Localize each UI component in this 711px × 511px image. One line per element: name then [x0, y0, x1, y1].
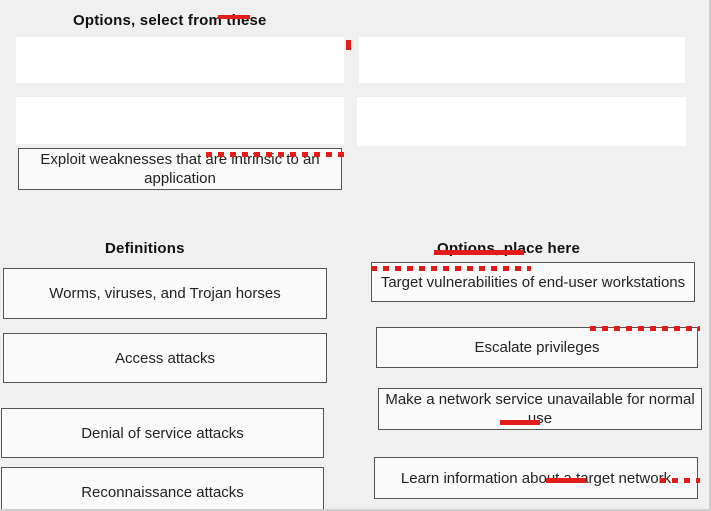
answer-slot-4[interactable]: Learn information about a target network	[374, 457, 698, 499]
answer-label: Make a network service unavailable for n…	[385, 391, 695, 427]
definition-item-worms: Worms, viruses, and Trojan horses	[3, 268, 327, 319]
definition-label: Reconnaissance attacks	[81, 483, 244, 501]
answer-label: Target vulnerabilities of end-user works…	[380, 273, 686, 291]
option-slot-3[interactable]	[16, 97, 344, 144]
answer-slot-3[interactable]: Make a network service unavailable for n…	[378, 388, 702, 430]
definition-label: Worms, viruses, and Trojan horses	[49, 285, 281, 302]
definition-item-access: Access attacks	[3, 333, 327, 383]
option-slot-2[interactable]	[359, 37, 685, 83]
definition-label: Access attacks	[114, 349, 216, 367]
definition-item-dos: Denial of service attacks	[1, 408, 324, 458]
red-annotation-mark	[660, 478, 700, 483]
answer-label: Learn information about a target network	[400, 469, 672, 487]
red-annotation-mark	[371, 266, 531, 271]
red-annotation-mark	[590, 326, 700, 331]
option-slot-1[interactable]	[16, 37, 344, 83]
answer-label: Escalate privileges	[474, 339, 600, 356]
red-annotation-mark	[546, 478, 586, 483]
option-slot-4[interactable]	[357, 97, 686, 146]
red-annotation-mark	[500, 420, 540, 425]
definition-label: Denial of service attacks	[81, 424, 244, 442]
red-annotation-mark	[218, 15, 250, 19]
answer-slot-2[interactable]: Escalate privileges	[376, 327, 698, 368]
definitions-heading: Definitions	[105, 240, 185, 257]
red-annotation-mark	[346, 40, 351, 50]
definition-item-recon: Reconnaissance attacks	[1, 467, 324, 509]
red-annotation-mark	[206, 152, 344, 157]
red-annotation-mark	[434, 250, 524, 255]
